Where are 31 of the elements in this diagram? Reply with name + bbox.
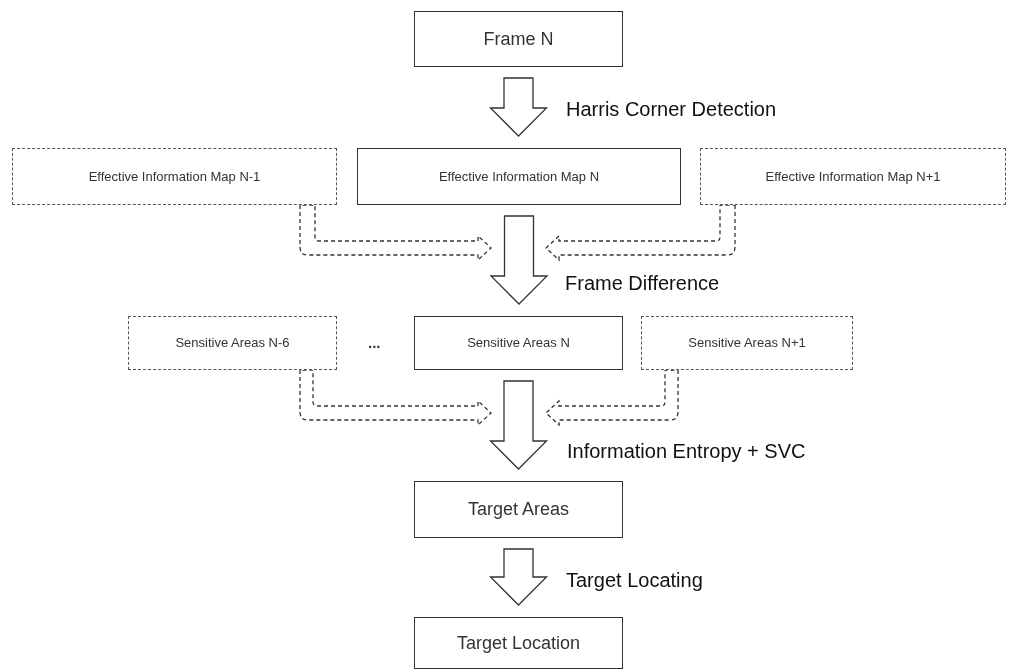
process-box [414, 316, 623, 370]
edge-label: Target Locating [566, 568, 703, 593]
dashed-box [700, 148, 1006, 205]
dashed-arrow [545, 369, 679, 426]
process-box [414, 11, 623, 67]
dashed-arrow [545, 204, 736, 261]
edge-label: Information Entropy + SVC [567, 439, 806, 464]
box-text: Sensitive Areas N+1 [688, 334, 806, 353]
box-text: Effective Information Map N+1 [765, 167, 941, 186]
process-box [414, 481, 623, 538]
block-arrow [489, 215, 549, 305]
dashed-box [12, 148, 337, 205]
block-arrow [488, 548, 549, 606]
ellipsis-text: ... [368, 333, 381, 353]
box-text: Effective Information Map N [438, 167, 600, 186]
box-text: Target Areas [467, 498, 570, 521]
box-text: Target Location [456, 631, 581, 655]
process-box [414, 617, 623, 669]
box-text: Effective Information Map N-1 [88, 167, 261, 186]
box-text: Sensitive Areas N [467, 334, 570, 353]
edge-label: Harris Corner Detection [566, 97, 777, 122]
dashed-arrow [299, 204, 492, 261]
dashed-arrow [299, 369, 492, 426]
block-arrow [488, 380, 549, 470]
dashed-box [641, 316, 853, 370]
dashed-box [128, 316, 337, 370]
process-box [357, 148, 681, 205]
block-arrow [488, 77, 549, 137]
edge-label: Frame Difference [565, 271, 720, 296]
box-text: Sensitive Areas N-6 [175, 334, 290, 353]
box-text: Frame N [483, 27, 554, 51]
